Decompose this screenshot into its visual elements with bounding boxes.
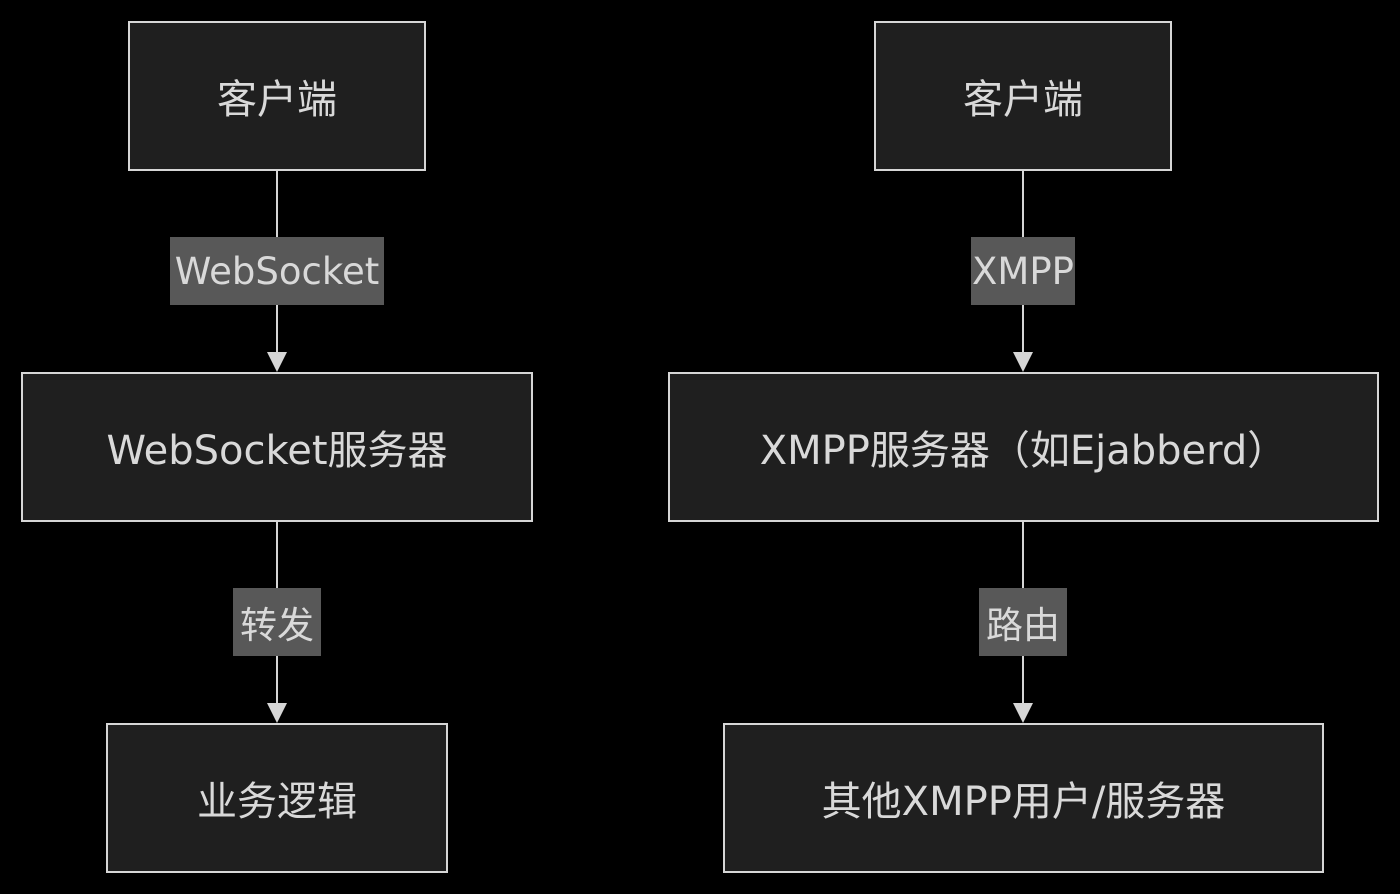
- node-right-client-label: 客户端: [963, 77, 1083, 123]
- arrowhead-left-2: [267, 703, 287, 723]
- node-websocket-server-label: WebSocket服务器: [106, 428, 448, 474]
- edge-label-xmpp-text: XMPP: [972, 249, 1074, 293]
- node-business-logic: 业务逻辑: [106, 723, 448, 873]
- arrowhead-right-2: [1013, 703, 1033, 723]
- edge-label-websocket: WebSocket: [170, 237, 384, 305]
- edge-label-route-text: 路由: [986, 604, 1060, 647]
- edge-label-forward: 转发: [233, 588, 321, 656]
- node-right-client: 客户端: [874, 21, 1172, 171]
- node-left-client: 客户端: [128, 21, 426, 171]
- edge-label-forward-text: 转发: [240, 604, 314, 647]
- edge-label-websocket-text: WebSocket: [174, 249, 380, 293]
- node-business-logic-label: 业务逻辑: [197, 779, 357, 825]
- edge-label-xmpp: XMPP: [971, 237, 1075, 305]
- node-xmpp-server-label: XMPP服务器（如Ejabberd）: [759, 428, 1288, 474]
- arrowhead-left-1: [267, 352, 287, 372]
- node-xmpp-server: XMPP服务器（如Ejabberd）: [668, 372, 1379, 522]
- edge-label-route: 路由: [979, 588, 1067, 656]
- node-websocket-server: WebSocket服务器: [21, 372, 533, 522]
- node-left-client-label: 客户端: [217, 77, 337, 123]
- node-other-xmpp: 其他XMPP用户/服务器: [723, 723, 1324, 873]
- node-other-xmpp-label: 其他XMPP用户/服务器: [821, 779, 1226, 825]
- arrowhead-right-1: [1013, 352, 1033, 372]
